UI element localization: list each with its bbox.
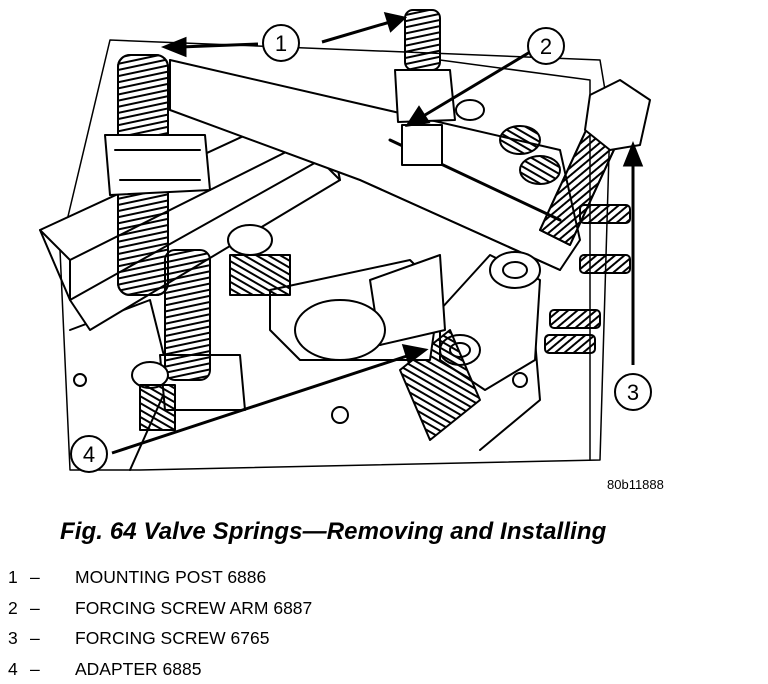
- arrowhead-2: [404, 105, 431, 127]
- rocker-block: [269, 254, 446, 361]
- legend-text: MOUNTING POST 6886: [75, 567, 267, 587]
- legend-dash: –: [30, 628, 40, 648]
- legend-text: FORCING SCREW ARM 6887: [75, 597, 313, 618]
- legend-item: 1– MOUNTING POST 6886: [8, 562, 312, 593]
- post-nut-upper: [104, 134, 211, 196]
- arrowhead-1b: [383, 11, 408, 33]
- valve-spring-tool-illustration: 1 2 3 4: [39, 9, 652, 473]
- valve-spring-left: [131, 224, 291, 431]
- figure-code: 80b11888: [607, 477, 664, 492]
- callout-2-circle: [527, 27, 565, 65]
- legend-item: 2– FORCING SCREW ARM 6887: [8, 593, 312, 624]
- head-studs-right: [544, 204, 631, 354]
- leader-1b: [321, 20, 391, 44]
- mounting-post-lower: [164, 249, 211, 381]
- adapter: [439, 251, 541, 391]
- legend-number: 1: [8, 567, 18, 587]
- legend-dash: –: [30, 597, 40, 618]
- callout-3-circle: [614, 373, 652, 411]
- legend-number: 4: [8, 658, 18, 679]
- callout-2-label: 2: [540, 34, 552, 59]
- legend-item: 3– FORCING SCREW 6765: [8, 623, 312, 654]
- leader-1a: [179, 42, 259, 49]
- legend-number: 2: [8, 597, 18, 618]
- leader-4: [111, 353, 411, 455]
- legend-text: ADAPTER 6885: [75, 658, 202, 679]
- callout-4-label: 4: [83, 442, 95, 467]
- valve-springs-upper: [455, 99, 561, 185]
- arrowhead-1a: [160, 36, 187, 58]
- callout-1-circle: [262, 24, 300, 62]
- callout-3-label: 3: [627, 380, 639, 405]
- callout-1-label: 1: [275, 31, 287, 56]
- leader-2: [419, 50, 531, 120]
- mounting-post-center: [394, 9, 456, 166]
- cylinder-head-edge: [439, 59, 591, 461]
- legend-text: FORCING SCREW 6765: [75, 628, 270, 648]
- forcing-screw: [539, 79, 651, 246]
- legend-number: 3: [8, 628, 18, 648]
- legend-item: 4– ADAPTER 6885: [8, 654, 312, 684]
- arrowhead-4: [401, 344, 429, 365]
- legend-dash: –: [30, 567, 40, 587]
- legend-dash: –: [30, 658, 40, 679]
- legend-list: 1–MOUNTING POST 6886 2–FORCING SCREW ARM…: [8, 562, 312, 684]
- callout-4-circle: [70, 435, 108, 473]
- figure-caption: Fig. 64 Valve Springs—Removing and Insta…: [60, 518, 607, 545]
- arrowhead-3: [622, 140, 644, 167]
